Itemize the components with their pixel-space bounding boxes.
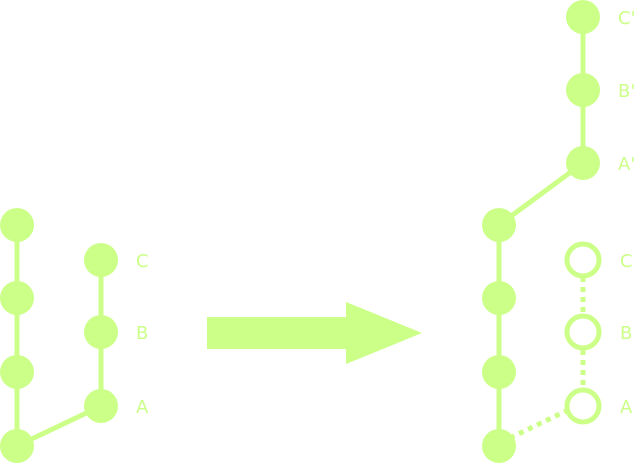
- after-main-commit: [482, 355, 516, 389]
- after-rebased-label-b: B': [618, 81, 635, 102]
- after-old-label-a: A: [620, 397, 633, 418]
- after-old-fork-edge: [508, 408, 568, 441]
- before-main-commit: [0, 208, 34, 242]
- after-old-label-c: C: [620, 251, 633, 272]
- right-arrow-icon: [207, 302, 422, 364]
- before-branch-commit-b: [84, 315, 118, 349]
- after-old-commit-a: [564, 387, 602, 425]
- after-rebase-edge: [497, 160, 585, 228]
- after-main-commit: [482, 429, 516, 463]
- after-old-label-b: B: [620, 323, 632, 344]
- before-main-commit: [0, 281, 34, 315]
- after-old-commit-b: [564, 313, 602, 351]
- after-rebased-label-c: C': [618, 8, 636, 29]
- after-rebased-commit-c: [566, 0, 600, 34]
- after-main-commit: [482, 208, 516, 242]
- before-label-c: C: [136, 251, 149, 272]
- before-label-a: A: [136, 397, 149, 418]
- after-main-commit: [482, 281, 516, 315]
- after-rebased-label-a: A': [618, 154, 635, 175]
- before-branch-commit-a: [84, 389, 118, 423]
- before-branch-commit-c: [84, 243, 118, 277]
- before-label-b: B: [136, 323, 148, 344]
- after-rebased-commit-a: [566, 146, 600, 180]
- after-rebased-commit-b: [566, 73, 600, 107]
- after-old-commit-c: [564, 241, 602, 279]
- before-main-commit: [0, 355, 34, 389]
- before-main-commit: [0, 429, 34, 463]
